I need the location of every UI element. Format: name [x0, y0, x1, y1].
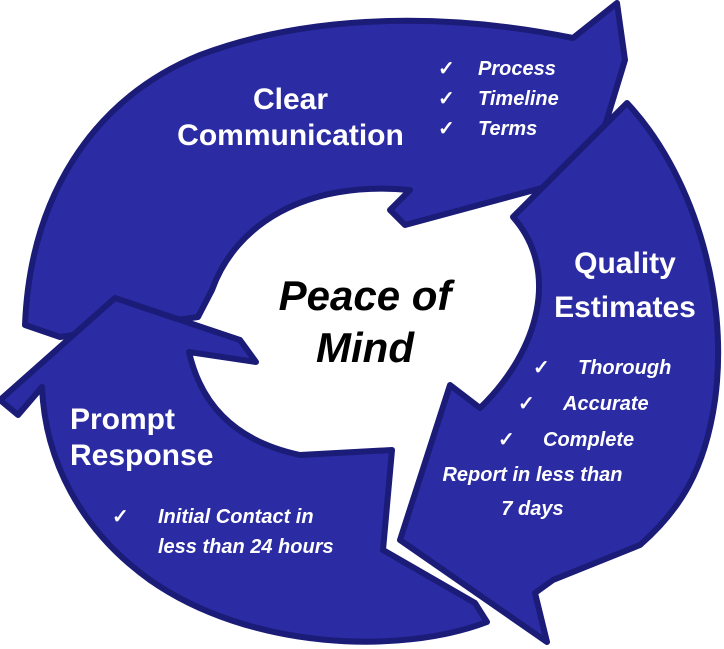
item-label: Initial Contact in	[158, 506, 314, 528]
item-label: Timeline	[478, 88, 559, 110]
item-label: Thorough	[578, 357, 672, 379]
check-icon: ✓	[438, 58, 455, 80]
prompt-response-list: ✓ Initial Contact in less than 24 hours	[112, 502, 334, 562]
item-label: less than 24 hours	[158, 536, 334, 558]
quality-estimates-title: Quality Estimates	[545, 242, 705, 330]
quality-estimates-note: Report in less than 7 days	[430, 458, 635, 526]
center-line-1: Peace of	[278, 272, 452, 319]
clear-communication-title: Clear Communication	[168, 82, 413, 154]
quality-estimates-list: ✓ Thorough ✓ Accurate ✓ Complete	[498, 350, 671, 458]
center-line-2: Mind	[316, 324, 414, 371]
list-item: ✓ Initial Contact in	[112, 502, 334, 532]
item-label: Process	[478, 58, 556, 80]
list-item: ✓ Timeline	[438, 84, 559, 114]
item-label: Terms	[478, 118, 538, 140]
arrow-quality-estimates	[397, 100, 722, 645]
title-line: Communication	[177, 119, 404, 152]
note-line: 7 days	[501, 498, 564, 520]
list-item: ✓ Accurate	[518, 386, 671, 422]
check-icon: ✓	[438, 118, 455, 140]
check-icon: ✓	[438, 88, 455, 110]
note-line: Report in less than	[442, 464, 623, 486]
check-icon: ✓	[518, 393, 535, 415]
clear-communication-list: ✓ Process ✓ Timeline ✓ Terms	[438, 54, 559, 144]
title-line: Response	[70, 439, 214, 472]
item-label: Accurate	[563, 393, 649, 415]
title-line: Estimates	[554, 291, 696, 324]
list-item: ✓ Thorough	[533, 350, 671, 386]
item-label: Complete	[543, 429, 635, 451]
check-icon: ✓	[533, 357, 550, 379]
title-line: Quality	[574, 247, 676, 280]
check-icon: ✓	[112, 506, 129, 528]
arrow-prompt-response	[0, 295, 490, 645]
check-icon: ✓	[498, 429, 515, 451]
title-line: Prompt	[70, 403, 175, 436]
center-label: Peace of Mind	[240, 270, 490, 374]
list-item: ✓ Process	[438, 54, 559, 84]
list-item: ✓ Terms	[438, 114, 559, 144]
list-item: ✓ Complete	[498, 422, 671, 458]
title-line: Clear	[252, 83, 329, 116]
arrow-clear-communication	[22, 0, 628, 340]
prompt-response-title: Prompt Response	[70, 402, 213, 474]
